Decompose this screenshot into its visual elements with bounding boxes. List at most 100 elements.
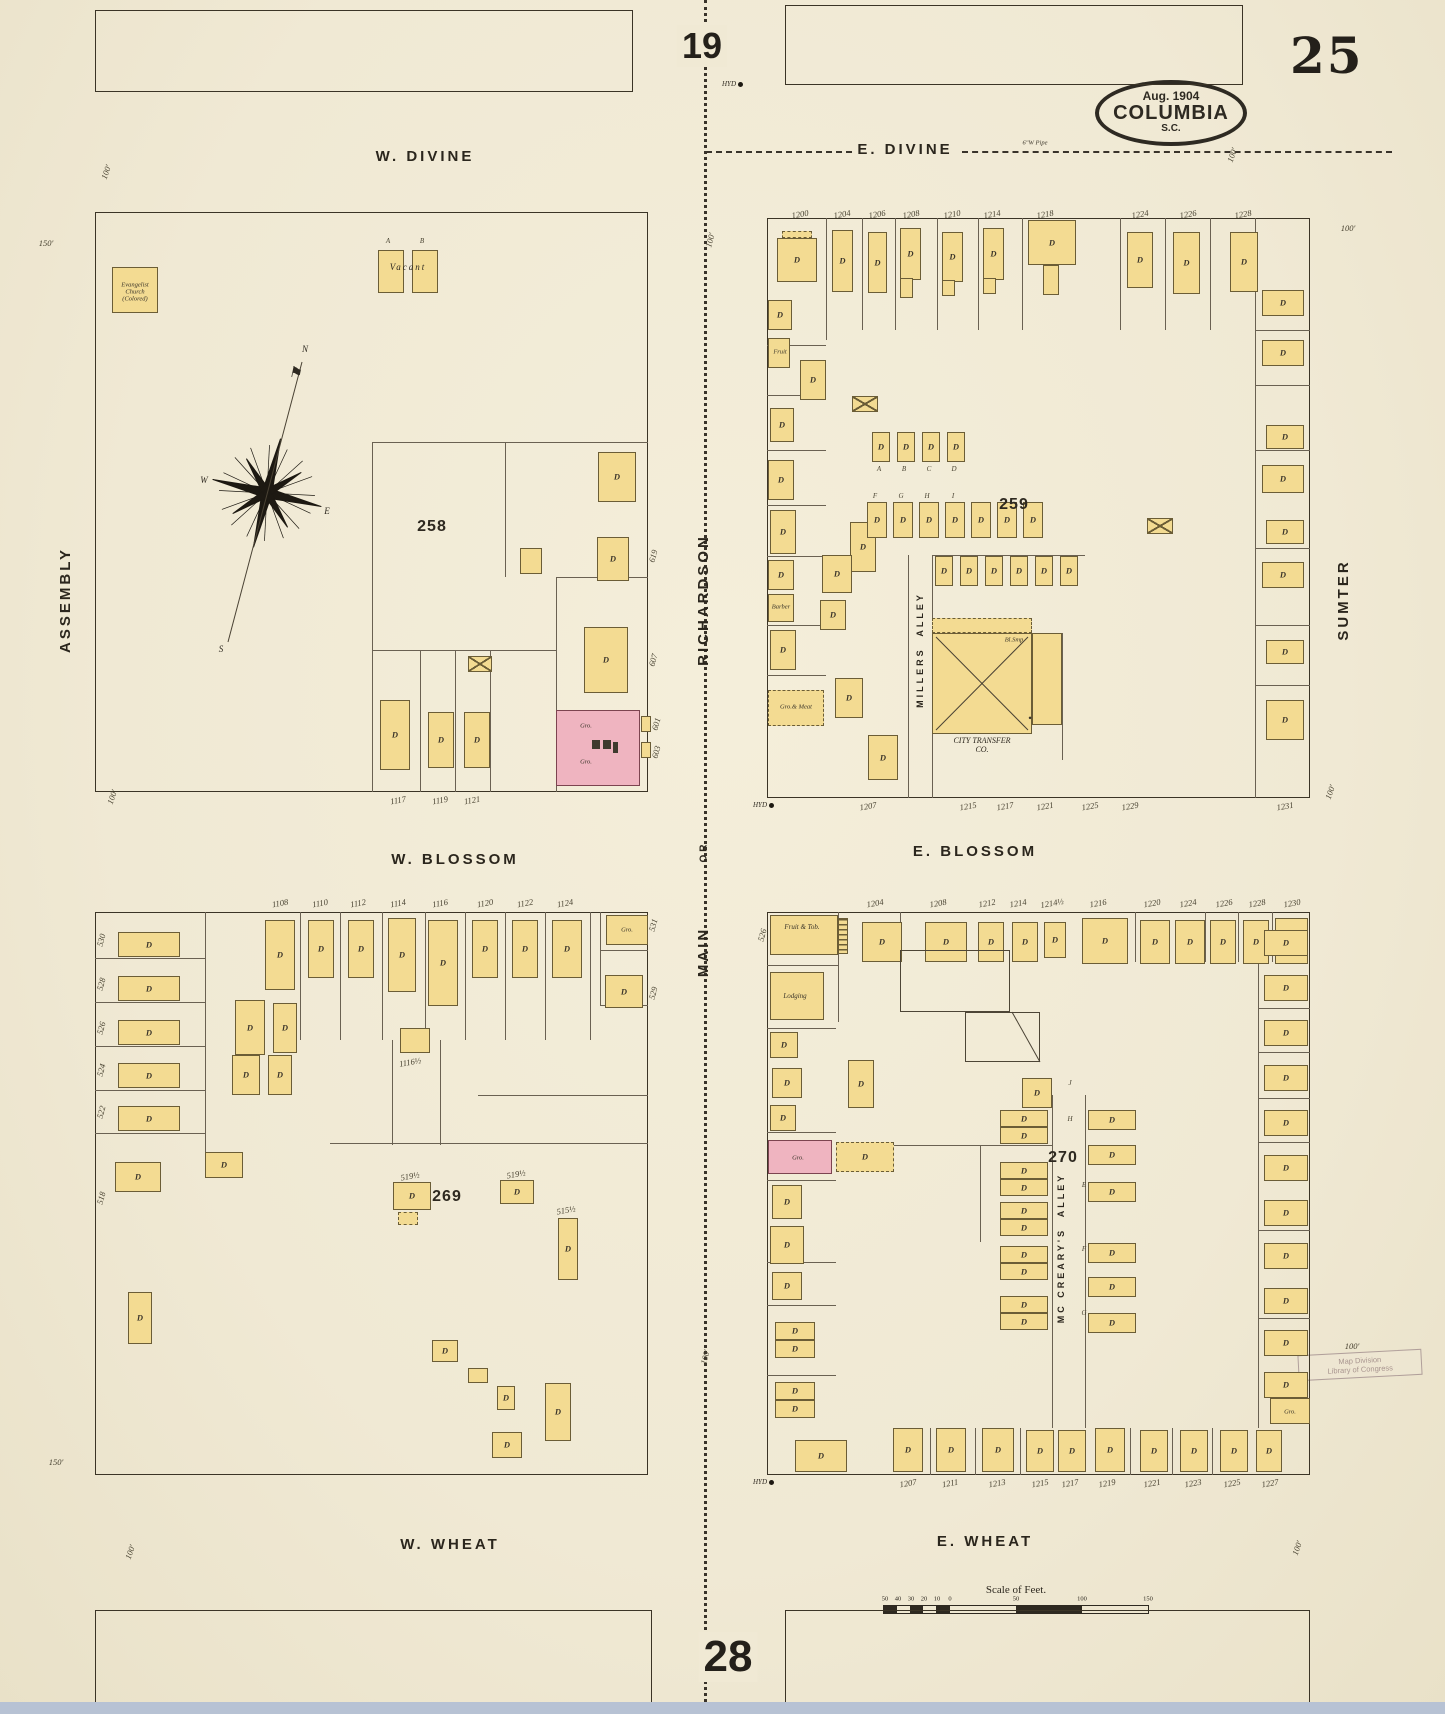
lot-letter: D [951,465,957,474]
building: D [308,920,334,978]
house-number: 1214½ [1039,896,1065,910]
building: D [118,976,180,1001]
dwelling-label: D [1020,1113,1028,1123]
lot-line [978,218,979,330]
house-number: 1220 [1142,896,1162,910]
building: D [1028,220,1076,265]
dwelling-label: D [1020,1165,1028,1175]
map-annotation: Gro.& Meat [780,703,812,711]
building: D [770,630,796,670]
building: D [1088,1182,1136,1202]
street-label: W. WHEAT [400,1535,500,1553]
lot-letter: B [419,237,425,246]
dwelling-label: D [1252,936,1260,947]
house-number: 1208 [928,896,948,910]
lot-line [95,1133,205,1134]
dwelling-label: D [833,568,841,579]
block-outline [95,912,648,1475]
building: D [265,920,295,990]
scale-segment [884,1606,897,1613]
map-annotation: 100' [1289,1539,1305,1557]
house-number: 603 [649,744,663,760]
dwelling-label: D [952,441,960,452]
lot-line [1172,1428,1173,1475]
building: D [1266,520,1304,544]
lot-line [505,442,506,577]
compass-letter: N [301,344,309,355]
lot-line [1258,1052,1310,1053]
house-number: 1228 [1247,896,1267,910]
building: D [945,502,965,538]
dwelling-label: D [134,1171,142,1182]
lot-line [300,912,301,1040]
map-annotation: Fruit & Tob. [784,923,820,932]
scale-tick: 10 [933,1595,941,1603]
building: D [1264,1155,1308,1181]
building: D [1058,1430,1086,1472]
building: D [472,920,498,978]
building: D [1262,465,1304,493]
building: D [800,360,826,400]
dwelling-label: D [1101,935,1109,946]
building [592,740,600,749]
dwelling-label: D [845,692,853,703]
lot-line [372,650,556,651]
map-annotation: Gro. [580,722,592,730]
lot-line [465,912,466,1040]
lot-letter: C [926,465,932,474]
dwelling-label: D [145,1070,153,1080]
building [838,918,848,954]
dwelling-label: D [473,734,481,745]
dwelling-label: D [242,1069,250,1080]
dwelling-label: D [1282,1295,1290,1306]
building [606,915,648,945]
dwelling-label: D [987,936,995,947]
dwelling-label: D [1068,1445,1076,1456]
dwelling-label: D [990,248,997,259]
dwelling-label: D [1281,526,1289,537]
stamp-state: S.C. [1161,123,1181,134]
dwelling-label: D [1003,514,1011,525]
lot-line [826,218,827,340]
building: D [775,1322,815,1340]
lot-line [1258,1008,1310,1009]
house-number: 1108 [271,896,289,910]
dwelling-label: D [1282,937,1290,948]
building: D [268,1055,292,1095]
lot-line [1120,218,1121,330]
building: D [900,228,921,280]
lot-line [392,1040,393,1145]
building: D [960,556,978,586]
dwelling-label: D [1108,1149,1116,1160]
dwelling-label: D [776,309,784,320]
lot-line [600,950,648,951]
building: D [428,920,458,1006]
lot-line [767,1028,836,1029]
lot-line [455,650,456,792]
building: D [1173,232,1200,294]
dwelling-label: D [1282,1250,1290,1261]
dwelling-label: D [1282,1207,1290,1218]
compass-letter: E [324,506,330,517]
dwelling-label: D [1036,1445,1044,1456]
dwelling-label: D [780,1039,788,1050]
dwelling-label: D [877,441,885,452]
dwelling-label: D [977,514,985,525]
building: D [1264,1330,1308,1356]
lot-letter: B [901,465,907,474]
building: D [348,920,374,978]
scale-tick: 30 [907,1595,915,1603]
lot-line [372,442,373,792]
building: D [1256,1430,1282,1472]
building: D [1000,1246,1048,1263]
dwelling-label: D [839,255,846,266]
lot-line [895,218,896,330]
stamp-date: Aug. 1904 [1142,89,1200,103]
building: D [232,1055,260,1095]
house-number: 531 [646,917,660,933]
house-number: 619 [646,548,660,564]
dwelling-label: D [1020,1266,1028,1276]
dwelling-label: D [1020,1130,1028,1140]
sheet-number: 25 [1290,26,1364,85]
building [468,656,492,672]
